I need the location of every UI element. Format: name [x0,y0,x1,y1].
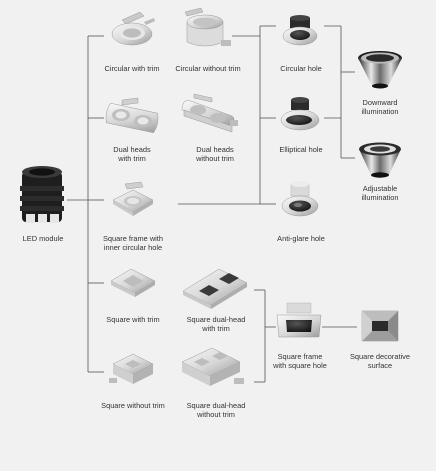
square-frame-inner-circular-hole-image [112,181,154,216]
circular-hole-label: Circular hole [266,64,336,73]
circular-with-trim-image [111,11,155,46]
label-line: Square without trim [101,401,165,410]
label-line: Square frame with [103,234,163,243]
anti-glare-hole-image [281,181,319,217]
label-line: Circular with trim [104,64,160,73]
label-line: without trim [196,154,234,163]
square-dual-head-with-trim-label: Square dual-head with trim [176,315,256,333]
elliptical-hole-label: Elliptical hole [266,145,336,154]
label-line: Square with trim [106,315,160,324]
connector-lines [67,25,357,383]
label-line: Square decorative [350,352,410,361]
label-line: with square hole [273,361,327,370]
label-line: Downward [362,98,398,107]
label-line: Adjustable [362,184,398,193]
square-decorative-surface-image [361,310,399,342]
label-line: Square frame [277,352,323,361]
downward-illumination-label: Downward illumination [346,98,414,116]
square-dual-head-without-trim-label: Square dual-head without trim [176,401,256,419]
label-line: Square dual-head [186,401,246,410]
label-line: illumination [361,107,399,116]
dual-heads-without-trim-label: Dual heads without trim [180,145,250,163]
downward-illumination-image [358,51,402,89]
adjustable-illumination-image [359,142,401,178]
square-with-trim-label: Square with trim [96,315,170,324]
led-module-label-text: LED module [22,234,64,243]
led-module-image [20,166,64,223]
label-line: illumination [361,193,399,202]
label-line: Circular without trim [175,64,241,73]
dual-heads-without-trim-image [181,93,238,133]
circular-hole-image [282,15,318,46]
square-without-trim-label: Square without trim [92,401,174,410]
label-line: Anti-glare hole [277,234,325,243]
dual-heads-with-trim-label: Dual heads with trim [100,145,164,163]
circular-with-trim-label: Circular with trim [94,64,170,73]
circular-without-trim-label: Circular without trim [168,64,248,73]
label-line: Elliptical hole [279,145,323,154]
circular-without-trim-image [184,7,231,47]
square-frame-inner-circular-hole-label: Square frame with inner circular hole [90,234,176,252]
label-line: surface [367,361,393,370]
label-line: Circular hole [280,64,322,73]
square-frame-square-hole-image [276,302,322,338]
label-line: Dual heads [196,145,234,154]
dual-heads-with-trim-image [105,97,159,134]
square-dual-head-without-trim-image [181,347,244,386]
square-decorative-surface-label: Square decorative surface [340,352,420,370]
anti-glare-hole-label: Anti-glare hole [264,234,338,243]
label-line: Dual heads [113,145,151,154]
label-line: without trim [197,410,235,419]
square-without-trim-image [109,353,154,384]
square-frame-square-hole-label: Square frame with square hole [262,352,338,370]
label-line: inner circular hole [103,243,163,252]
led-module-label: LED module [12,234,74,243]
label-line: with trim [118,154,146,163]
square-dual-head-with-trim-image [182,268,248,309]
square-with-trim-image [110,268,156,297]
adjustable-illumination-label: Adjustable illumination [346,184,414,202]
elliptical-hole-image [280,97,320,131]
label-line: Square dual-head [186,315,246,324]
label-line: with trim [202,324,230,333]
